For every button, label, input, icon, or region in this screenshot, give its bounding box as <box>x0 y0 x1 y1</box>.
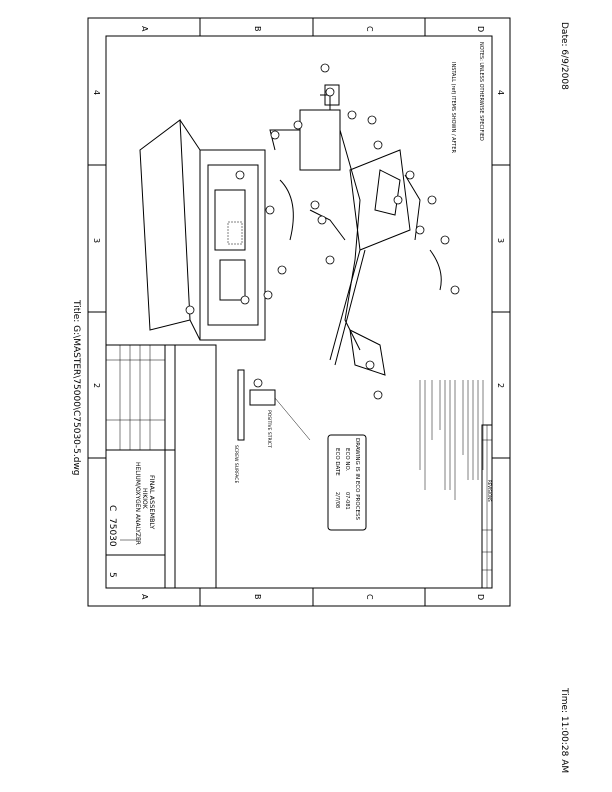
section-detail: POSITIVE STRICT SCREW SURFACE <box>233 369 311 483</box>
item-balloon <box>310 200 320 210</box>
zone-row-labels: 4 3 2 4 3 2 <box>92 90 505 388</box>
item-balloon <box>393 195 403 205</box>
item-balloon <box>235 170 245 180</box>
item-balloon <box>320 63 330 73</box>
eco-box: DRAWING IS IN ECO PROCESS ECO NO. 07-081… <box>327 434 367 531</box>
item-balloon <box>373 140 383 150</box>
item-balloon <box>270 130 280 140</box>
eco-date-label: ECO DATE <box>334 448 340 476</box>
row-label-left: 4 <box>92 90 101 95</box>
item-balloon <box>347 110 357 120</box>
column-label-bottom: D <box>476 594 485 600</box>
drawing-title-line2: HIKIOK <box>141 488 148 510</box>
item-balloon <box>263 290 273 300</box>
item-balloon <box>415 225 425 235</box>
item-balloon <box>440 235 450 245</box>
column-label-top: C <box>365 26 374 32</box>
item-balloon <box>450 285 460 295</box>
revision-block: REVISIONS <box>481 424 493 589</box>
drawing-title-line3: HELIUM/OXYGEN ANALYZER <box>134 462 141 545</box>
column-label-top: A <box>140 26 149 32</box>
column-label-top: D <box>476 26 485 32</box>
row-label-right: 2 <box>496 383 505 388</box>
column-label-top: B <box>253 26 262 32</box>
drawing-revision: 5 <box>107 572 117 578</box>
zone-ticks <box>88 18 510 606</box>
item-balloon <box>365 360 375 370</box>
title-block: FINAL ASSEMBLY HIKIOK HELIUM/OXYGEN ANAL… <box>105 344 217 589</box>
column-label-bottom: A <box>140 594 149 600</box>
item-balloon <box>265 205 275 215</box>
column-label-bottom: B <box>253 594 262 600</box>
section-label: POSITIVE STRICT <box>266 410 272 448</box>
item-balloon <box>317 215 327 225</box>
item-balloon <box>367 115 377 125</box>
date-label: Date: 6/9/2008 <box>559 22 569 90</box>
analyzer-case <box>139 119 266 341</box>
item-balloon <box>325 87 335 97</box>
general-notes <box>419 380 484 500</box>
revision-header: REVISIONS <box>487 480 492 502</box>
item-balloon <box>427 195 437 205</box>
inner-border <box>105 35 493 589</box>
row-label-left: 3 <box>92 238 101 243</box>
drawing-number: 75030 <box>107 518 117 547</box>
row-label-right: 3 <box>496 238 505 243</box>
item-balloon <box>405 170 415 180</box>
item-balloon <box>277 265 287 275</box>
eco-process-text: DRAWING IS IN ECO PROCESS <box>354 438 360 520</box>
sensor-mount-assembly <box>269 84 442 376</box>
row-label-right: 4 <box>496 90 505 95</box>
eco-no-value: 07-081 <box>344 492 350 510</box>
drawing-size: C <box>107 505 117 511</box>
eco-no-label: ECO NO. <box>344 448 350 472</box>
item-balloons <box>185 63 460 400</box>
column-label-bottom: C <box>365 594 374 600</box>
item-balloon <box>185 305 195 315</box>
eco-date-value: 2/7/08 <box>334 492 340 508</box>
time-label: Time: 11:00:28 AM <box>559 687 569 773</box>
item-balloon <box>253 378 263 388</box>
item-balloon <box>373 390 383 400</box>
top-note: INSTALL (ref) ITEMS SHOWN / AFTER <box>450 62 456 154</box>
row-label-left: 2 <box>92 383 101 388</box>
item-balloon <box>325 255 335 265</box>
item-balloon <box>240 295 250 305</box>
drawing-title-line1: FINAL ASSEMBLY <box>148 475 156 529</box>
zone-column-labels: A B C D A B C D <box>140 26 485 600</box>
item-balloon <box>293 120 303 130</box>
section-label: SCREW SURFACE <box>233 445 239 483</box>
notes-header: NOTES: UNLESS OTHERWISE SPECIFIED <box>478 42 484 141</box>
file-title-label: Title: G:\MASTER\75000\C75030-5.dwg <box>71 299 81 476</box>
